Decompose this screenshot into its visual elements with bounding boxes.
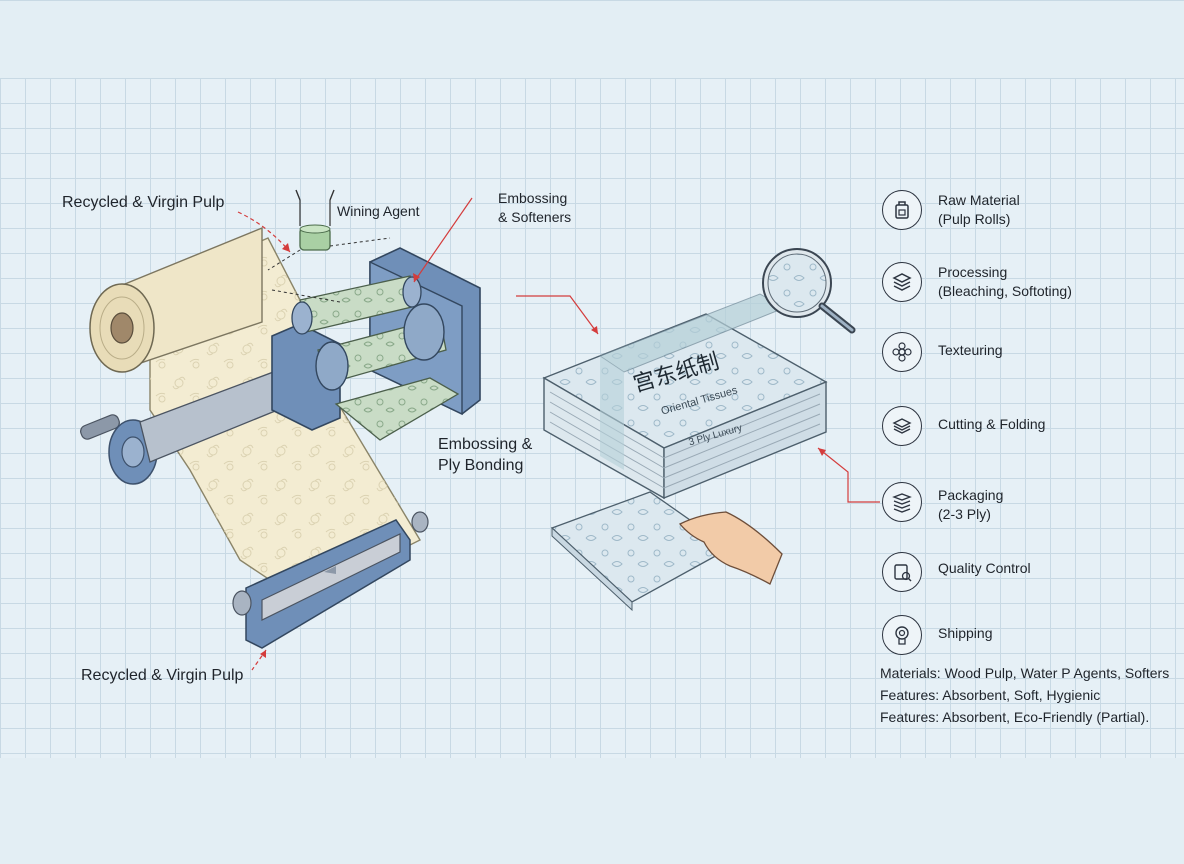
spec-value: Wood Pulp, Water P Agents, Softers: [940, 665, 1170, 681]
spec-key: Materials:: [880, 665, 941, 681]
step-shipping: Shipping: [882, 615, 1182, 661]
label-pulp-top: Recycled & Virgin Pulp: [62, 194, 225, 211]
hand: [678, 511, 783, 585]
spec-value: Absorbent, Eco-Friendly (Partial).: [939, 709, 1150, 725]
cutter-bar: [232, 511, 429, 649]
shipping-icon: [882, 615, 922, 655]
spec-line: Features: Absorbent, Eco-Friendly (Parti…: [880, 706, 1182, 728]
embossing-machine: [271, 247, 481, 441]
step-label: Cutting & Folding: [938, 416, 1046, 432]
step-texturing: Texteuring: [882, 332, 1182, 378]
step-label: Quality Control: [938, 560, 1031, 576]
spec-line: Materials: Wood Pulp, Water P Agents, So…: [880, 662, 1182, 684]
layers-icon: [882, 262, 922, 302]
tissue-sheet: [550, 491, 732, 612]
step-quality-control: Quality Control: [882, 552, 1182, 598]
package-stack-icon: [882, 482, 922, 522]
pulp-roll: [89, 226, 263, 373]
step-cutting-folding: Cutting & Folding: [882, 406, 1182, 452]
step-processing: Processing (Bleaching, Softoting): [882, 262, 1182, 308]
spec-key: Features:: [880, 709, 940, 725]
step-label: Processing (Bleaching, Softoting): [938, 264, 1072, 299]
step-label: Texteuring: [938, 342, 1003, 358]
step-label: Raw Material (Pulp Rolls): [938, 192, 1020, 227]
top-border: [0, 0, 1184, 1]
step-packaging: Packaging (2-3 Ply): [882, 482, 1182, 528]
magnifier-icon: [762, 248, 856, 334]
label-wetting-agent: Wining Agent: [337, 203, 420, 219]
grid-background: [0, 78, 1184, 758]
flower-texture-icon: [882, 332, 922, 372]
spec-key: Features:: [880, 687, 940, 703]
label-embossing-softeners: Embossing & Softeners: [498, 190, 572, 225]
tissue-package: [542, 293, 828, 500]
wetting-agent-beaker: [295, 189, 335, 251]
quality-check-icon: [882, 552, 922, 592]
stack-cut-icon: [882, 406, 922, 446]
label-pulp-bottom: Recycled & Virgin Pulp: [81, 667, 244, 684]
spec-line: Features: Absorbent, Soft, Hygienic: [880, 684, 1182, 706]
specs-block: Materials: Wood Pulp, Water P Agents, So…: [880, 662, 1182, 728]
step-label: Shipping: [938, 625, 993, 641]
raw-material-icon: [882, 190, 922, 230]
spec-value: Absorbent, Soft, Hygienic: [939, 687, 1101, 703]
step-raw-material: Raw Material (Pulp Rolls): [882, 190, 1182, 236]
arrow-heads: [260, 243, 826, 658]
step-label: Packaging (2-3 Ply): [938, 487, 1004, 522]
label-embossing-ply: Embossing & Ply Bonding: [438, 436, 533, 474]
